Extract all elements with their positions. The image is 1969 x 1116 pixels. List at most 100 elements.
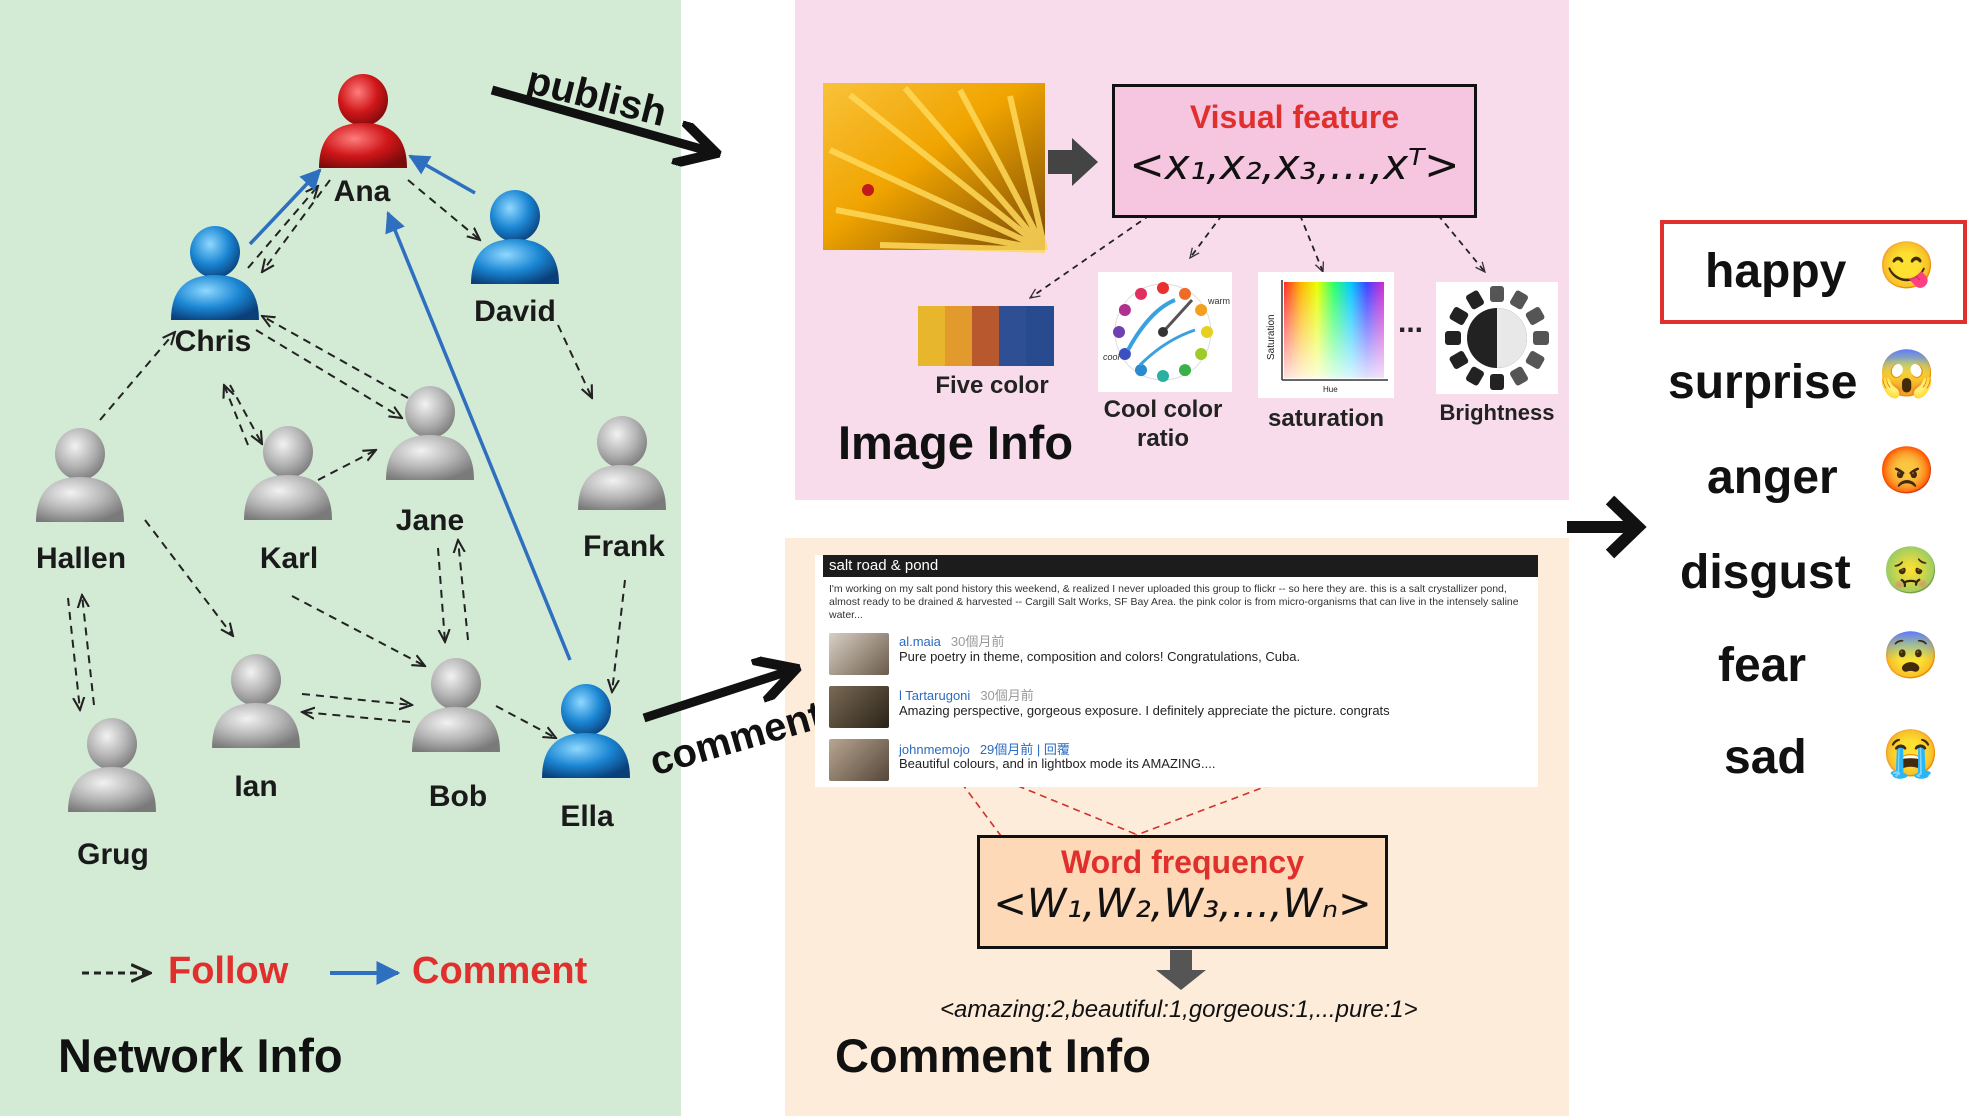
edge-ella-ana-comment <box>385 211 572 661</box>
sunflower-image <box>823 83 1048 253</box>
edge-jane-bob-follow <box>437 547 445 642</box>
person-hallen-icon <box>36 428 124 522</box>
word-frequency-formula: <W₁,W₂,W₃,...,Wₙ> <box>993 881 1372 927</box>
image-to-feature-arrow <box>1048 138 1098 186</box>
visual-feature-formula: <x₁,x₂,x₃,...,xᵀ> <box>1129 140 1460 189</box>
comment-text: Beautiful colours, and in lightbox mode … <box>899 756 1216 771</box>
comment-arrow <box>642 670 792 723</box>
edge-grug-hallen-follow <box>82 595 95 706</box>
feature-ellipsis: ... <box>1398 306 1424 339</box>
emotion-label-happy: happy <box>1705 245 1847 298</box>
emotion-label-surprise: surprise <box>1668 356 1858 409</box>
publish-arrow <box>490 85 712 152</box>
node-label-ella: Ella <box>560 800 614 833</box>
edge-to-cool-ratio <box>1190 214 1223 258</box>
person-frank-icon <box>578 416 666 510</box>
edge-david-ana-comment <box>408 154 476 195</box>
image-info-title: Image Info <box>838 416 1074 469</box>
sad-emoji-icon: 😭 <box>1882 727 1940 779</box>
feature-label-saturation: saturation <box>1267 405 1385 432</box>
fear-emoji-icon: 😨 <box>1882 629 1940 681</box>
edge-to-five-color <box>1030 214 1151 298</box>
emotion-label-disgust: disgust <box>1680 546 1851 599</box>
color-swatch <box>1026 306 1054 366</box>
emotion-label-fear: fear <box>1718 639 1807 692</box>
node-label-ana: Ana <box>333 175 391 208</box>
edge-hallen-chris-follow <box>99 332 175 421</box>
word-frequency-example: <amazing:2,beautiful:1,gorgeous:1,...pur… <box>940 996 1418 1023</box>
word-frequency-title: Word frequency <box>1061 844 1304 880</box>
wheel-cool-label: cool <box>1103 352 1121 362</box>
color-swatch <box>918 306 946 366</box>
edge-karl-chris-follow <box>224 385 249 446</box>
visual-feature-title: Visual feature <box>1189 99 1400 135</box>
five-color-swatches <box>918 306 1054 366</box>
edge-ian-bob-follow <box>301 693 412 705</box>
person-ella-icon <box>542 684 630 778</box>
network-info-panel <box>0 0 681 1116</box>
edge-chris-karl-follow <box>229 384 262 444</box>
emotion-arrow <box>1567 495 1647 559</box>
happy-highlight-box <box>1660 220 1967 324</box>
person-bob-icon <box>412 658 500 752</box>
comment-text: Amazing perspective, gorgeous exposure. … <box>899 703 1390 718</box>
wheel-warm-label: warm <box>1207 296 1230 306</box>
surprise-emoji-icon: 😱 <box>1878 347 1936 399</box>
happy-emoji-icon: 😋 <box>1878 239 1936 291</box>
follow-edges <box>67 179 626 738</box>
feature-edges <box>1030 214 1485 298</box>
comment-info-title: Comment Info <box>835 1029 1151 1082</box>
node-label-karl: Karl <box>259 542 319 575</box>
edge-hallen-grug-follow <box>67 597 80 710</box>
comment-text: Pure poetry in theme, composition and co… <box>899 649 1301 664</box>
node-label-bob: Bob <box>428 780 488 813</box>
screenshot-header: salt road & pond <box>823 555 1538 577</box>
person-ian-icon <box>212 654 300 748</box>
legend-follow-label: Follow <box>168 950 289 992</box>
edge-karl-bob-follow <box>291 595 425 666</box>
person-jane-icon <box>386 386 474 480</box>
edge-frank-ella-follow <box>612 579 626 692</box>
person-ana-icon <box>319 74 407 168</box>
color-swatch <box>999 306 1027 366</box>
edge-to-saturation <box>1299 214 1323 272</box>
edge-chris-ana-follow <box>247 186 318 269</box>
person-chris-icon <box>171 226 259 320</box>
node-label-frank: Frank <box>583 530 665 563</box>
edge-david-frank-follow <box>557 324 592 398</box>
node-label-hallen: Hallen <box>35 542 127 575</box>
word-freq-down-arrow <box>1156 950 1206 990</box>
visual-feature-box: Visual feature <x₁,x₂,x₃,...,xᵀ> <box>1112 84 1477 218</box>
screenshot-description: I'm working on my salt pond history this… <box>829 583 1519 621</box>
brightness-icon <box>1436 282 1558 394</box>
saturation-x-label: Hue <box>1323 385 1338 394</box>
emotion-label-sad: sad <box>1724 731 1807 784</box>
edge-bob-jane-follow <box>458 540 469 641</box>
edge-karl-jane-follow <box>317 450 376 481</box>
edge-hallen-ian-follow <box>144 519 233 636</box>
edge-jane-chris-follow <box>262 316 409 399</box>
emotion-label-anger: anger <box>1707 451 1838 504</box>
legend-comment-label: Comment <box>412 950 588 992</box>
node-label-chris: Chris <box>174 325 252 358</box>
node-label-jane: Jane <box>395 504 465 537</box>
color-swatch <box>972 306 1000 366</box>
edge-bob-ella-follow <box>495 705 556 738</box>
saturation-chart-icon: Saturation Hue <box>1258 272 1394 398</box>
color-wheel-icon: warm cool <box>1098 272 1232 392</box>
commenter-avatar <box>829 633 889 675</box>
node-label-ian: Ian <box>234 770 278 803</box>
edge-ana-chris-follow <box>262 179 331 272</box>
saturation-y-label: Saturation <box>1266 314 1277 360</box>
commenter-avatar <box>829 686 889 728</box>
edge-bob-ian-follow <box>302 712 411 723</box>
feature-label-brightness: Brightness <box>1439 400 1555 425</box>
edge-to-brightness <box>1437 214 1485 272</box>
disgust-emoji-icon: 🤢 <box>1882 544 1940 596</box>
feature-label-five-color: Five color <box>935 372 1049 399</box>
person-icons <box>36 74 666 812</box>
